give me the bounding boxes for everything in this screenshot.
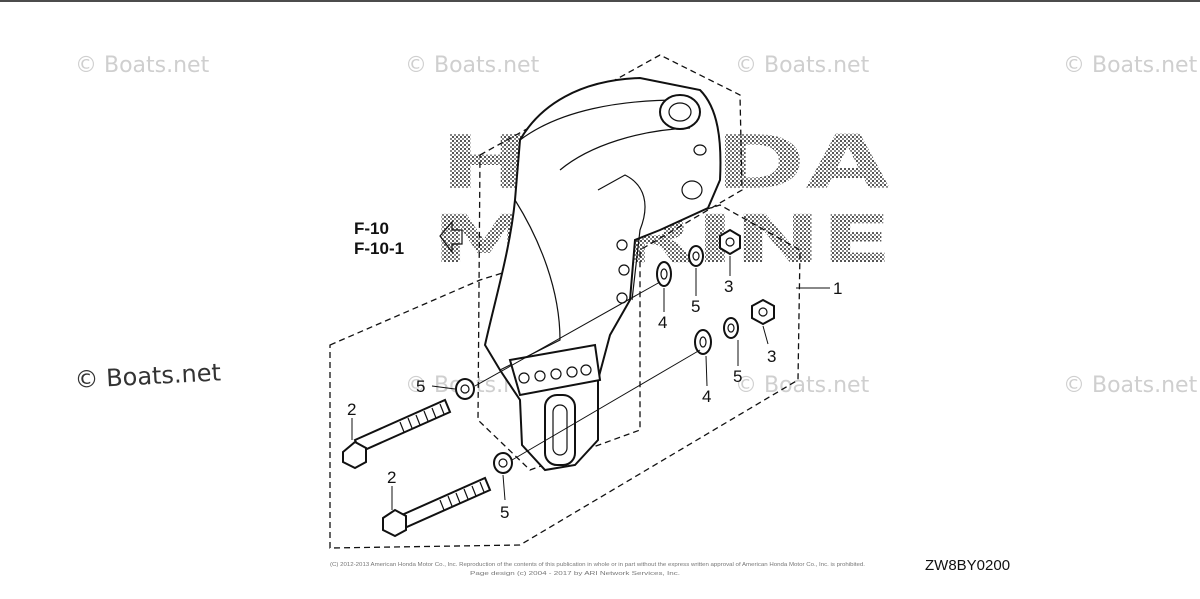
callout-nut-upper: 3 [724,277,733,296]
callout-lock-washer-bottom: 5 [500,503,509,522]
leader-lock-washer-bottom [502,474,506,501]
reference-arrow-icon[interactable] [439,220,463,254]
flange-nut-upper [719,228,741,256]
callout-lock-washer-left: 5 [416,377,425,396]
callout-washer-lower: 4 [702,387,711,406]
callout-washer-upper: 4 [658,313,667,332]
leader-nut-lower [762,325,769,345]
callout-bolt-lower: 2 [387,468,396,487]
flange-nut-lower [751,298,775,326]
callout-lock-washer-upper: 5 [691,297,700,316]
bracket-outline [477,54,743,471]
hex-bolt-upper [342,398,452,470]
watermark-site: © Boats.net [1063,53,1198,78]
reference-f10-1[interactable]: F-10-1 [354,239,404,258]
lock-washer-lower [723,317,739,339]
plain-washer-lower [694,329,712,355]
stern-bracket [483,76,722,472]
lock-washer-upper [688,245,704,267]
watermark-site: © Boats.net [1063,373,1198,398]
callout-bracket: 1 [833,279,842,298]
leader-washer-lower [705,355,708,387]
callout-bolt-upper: 2 [347,400,356,419]
plain-washer-upper [656,261,672,287]
lock-washer-bottom [493,452,513,474]
watermark-site: © Boats.net [735,53,870,78]
hex-bolt-lower [382,476,492,538]
reference-f10[interactable]: F-10 [354,219,389,238]
bolt-axis-upper [474,281,661,387]
callout-lock-washer-lower: 5 [733,367,742,386]
watermark-site-bold: © Boats.net [74,358,222,394]
watermark-site: © Boats.net [75,53,210,78]
watermark-site: © Boats.net [405,53,540,78]
copyright-line-1: (C) 2012-2013 American Honda Motor Co., … [330,562,866,568]
lock-washer-left [455,378,475,400]
copyright-line-2: Page design (c) 2004 - 2017 by ARI Netwo… [470,571,681,577]
leader-lock-washer-left [431,385,456,390]
watermark-site: © Boats.net [735,373,870,398]
bolt-axis-lower [511,349,701,461]
callout-nut-lower: 3 [767,347,776,366]
diagram-code: ZW8BY0200 [925,557,1010,574]
